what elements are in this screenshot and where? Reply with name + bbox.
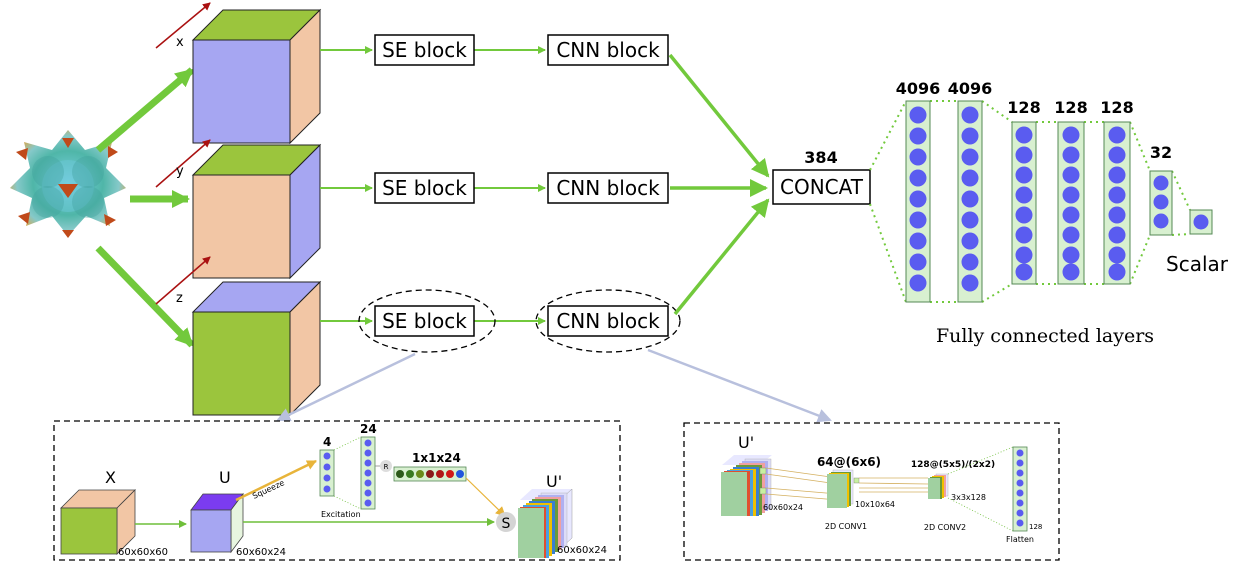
fc-size-6: 32 bbox=[1150, 143, 1172, 162]
squeeze-label: Squeeze bbox=[251, 478, 286, 501]
conv2-out: 3x3x128 bbox=[951, 493, 986, 502]
fc-size-4: 128 bbox=[1054, 98, 1087, 117]
arrow-to-z-cube bbox=[95, 245, 195, 348]
fc-layer-3 bbox=[1011, 121, 1037, 285]
excitation-label: Excitation bbox=[321, 510, 361, 519]
fc-layers bbox=[869, 100, 1213, 303]
scalar-label: Scalar bbox=[1166, 252, 1229, 276]
se-block-highlight bbox=[358, 289, 496, 353]
se-u-prime-label: U' bbox=[546, 472, 562, 491]
se-u-dims: 60x60x24 bbox=[236, 547, 286, 558]
cube-z bbox=[191, 280, 322, 417]
svg-text:SE block: SE block bbox=[382, 309, 467, 333]
se-n4: 4 bbox=[323, 435, 331, 449]
x-axis-arrow bbox=[155, 2, 211, 49]
fc-size-5: 128 bbox=[1100, 98, 1133, 117]
fc-size-3: 128 bbox=[1007, 98, 1040, 117]
svg-text:CNN block: CNN block bbox=[556, 38, 660, 62]
se-x-dims: 60x60x60 bbox=[118, 547, 168, 558]
fc-layer-4 bbox=[1057, 121, 1085, 285]
molecule-image bbox=[10, 130, 126, 238]
cnn-input-dims: 60x60x24 bbox=[763, 503, 803, 512]
se-u-cube bbox=[190, 492, 244, 554]
z-axis-arrow bbox=[155, 256, 211, 305]
cnn-u-prime-label: U' bbox=[738, 433, 754, 452]
cube-y bbox=[191, 143, 322, 280]
fc-layer-6 bbox=[1149, 170, 1173, 236]
conv1-out: 10x10x64 bbox=[855, 500, 895, 509]
cnn-block-y: CNN block bbox=[547, 172, 669, 204]
fc-size-2: 4096 bbox=[948, 79, 993, 98]
se-detail-panel: X 60x60x60 U 60x60x24 Squeeze 4 24 Excit… bbox=[53, 420, 621, 561]
fc-size-1: 4096 bbox=[896, 79, 941, 98]
se-x-label: X bbox=[105, 468, 116, 487]
se-u-label: U bbox=[219, 468, 231, 487]
conv1-spec: 64@(6x6) bbox=[817, 455, 881, 469]
flatten-name: Flatten bbox=[1006, 535, 1034, 544]
fc-layer-1 bbox=[905, 100, 931, 303]
conv1-name: 2D CONV1 bbox=[825, 522, 867, 531]
fc-caption: Fully connected layers bbox=[936, 325, 1154, 347]
flatten-column bbox=[1012, 446, 1028, 532]
se-block-y: SE block bbox=[374, 172, 475, 204]
fc-layer-2 bbox=[957, 100, 983, 303]
cnn-block-z: CNN block bbox=[547, 305, 669, 337]
cnn-u-prime-stack bbox=[721, 455, 772, 516]
svg-text:CNN block: CNN block bbox=[556, 176, 660, 200]
y-axis-label: y bbox=[176, 164, 184, 179]
se-u-prime-stack bbox=[518, 488, 573, 558]
cnn-detail-panel: U' 60x60x24 64@(6x6) 10x10x64 2D CONV1 bbox=[683, 422, 1060, 561]
concat-block: CONCAT bbox=[772, 169, 871, 205]
conv2-spec: 128@(5x5)/(2x2) bbox=[911, 460, 995, 470]
conv2-name: 2D CONV2 bbox=[924, 523, 966, 532]
se-u-prime-dims: 60x60x24 bbox=[557, 545, 607, 556]
conv2-stack bbox=[928, 473, 949, 499]
conv1-stack bbox=[827, 469, 860, 508]
cnn-block-x: CNN block bbox=[547, 34, 669, 66]
flatten-size: 128 bbox=[1029, 523, 1042, 531]
se-block-z: SE block bbox=[374, 305, 475, 337]
se-block-x: SE block bbox=[374, 34, 475, 66]
svg-text:CNN block: CNN block bbox=[556, 309, 660, 333]
concat-size: 384 bbox=[804, 148, 837, 167]
svg-text:SE block: SE block bbox=[382, 176, 467, 200]
se-n24: 24 bbox=[360, 422, 377, 436]
svg-text:CONCAT: CONCAT bbox=[780, 175, 864, 199]
fc-layer-5 bbox=[1103, 121, 1131, 285]
r-label: R bbox=[384, 463, 389, 471]
z-axis-label: z bbox=[176, 291, 183, 306]
se-1x1x24: 1x1x24 bbox=[412, 451, 461, 465]
y-axis-arrow bbox=[155, 139, 211, 188]
cnn-block-highlight bbox=[535, 289, 681, 353]
fc-output-node bbox=[1189, 209, 1213, 235]
se-x-cube bbox=[60, 489, 136, 555]
cube-x bbox=[191, 8, 322, 145]
s-label: S bbox=[502, 516, 511, 532]
svg-text:SE block: SE block bbox=[382, 38, 467, 62]
x-axis-label: x bbox=[176, 35, 184, 50]
arrow-to-x-cube bbox=[95, 67, 195, 153]
